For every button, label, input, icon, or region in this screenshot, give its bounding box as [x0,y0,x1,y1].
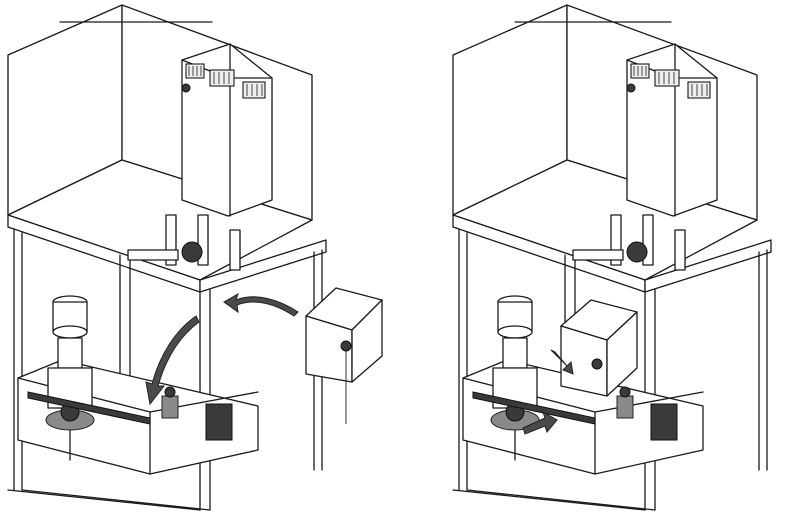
illustration-before-installation [7,4,383,511]
plumbing [572,214,686,271]
cabinet-diagram-left [7,4,383,511]
plumbing [127,214,241,271]
reactor-box-installed [560,299,638,397]
overflow-box [626,43,718,217]
return-pump [616,386,634,419]
sump-grate [27,391,151,425]
filter-media [205,403,233,441]
cabinet-diagram-right [452,4,772,511]
return-pump [161,386,179,419]
illustration-after-installation [395,0,790,514]
protein-skimmer [490,295,540,431]
movement-arrow-icon [145,292,299,406]
overflow-box [181,43,273,217]
filter-media [650,403,678,441]
movement-arrow-icon [522,349,574,435]
sump-grate [472,391,596,425]
protein-skimmer [45,295,95,431]
reactor-box-outside [305,287,383,424]
